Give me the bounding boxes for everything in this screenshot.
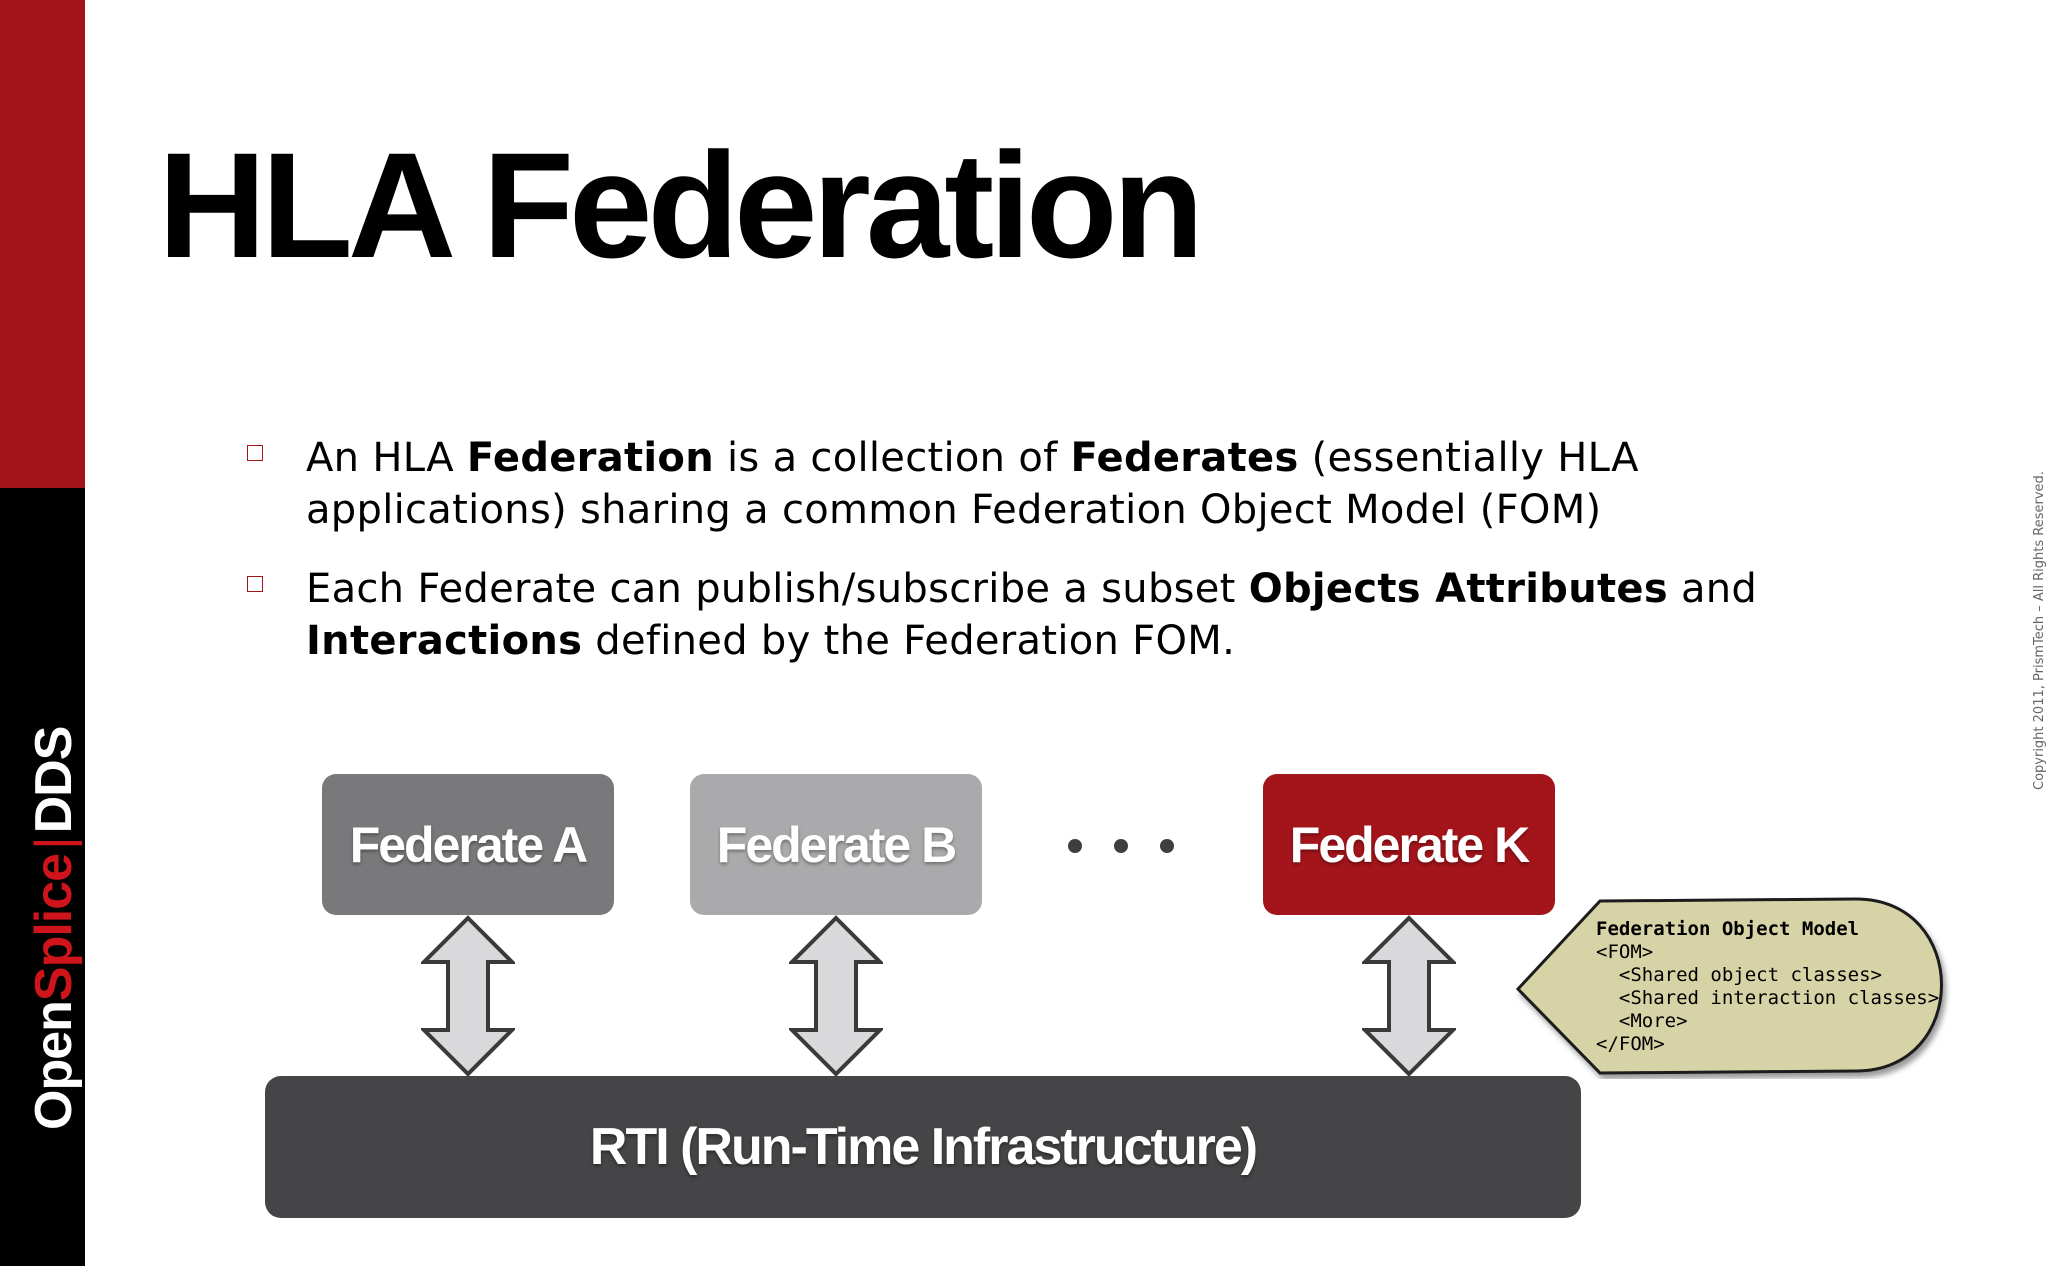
bullet-text-segment: and: [1667, 566, 1758, 612]
sidebar-black-band: [0, 488, 85, 1266]
bold-term: Federates: [1070, 435, 1299, 481]
federate-k-box: Federate K: [1263, 774, 1555, 915]
fom-line: <FOM>: [1596, 941, 1654, 963]
bullet-text-segment: defined by the Federation FOM.: [582, 618, 1236, 664]
copyright-notice: Copyright 2011, PrismTech – All Rights R…: [2032, 471, 2047, 790]
fom-callout-shape: [1515, 897, 1943, 1075]
bullet-text-segment: Each Federate can publish/subscribe a su…: [306, 566, 1249, 612]
ellipsis-dot: [1160, 839, 1174, 853]
fom-title: Federation Object Model: [1596, 918, 1860, 940]
ellipsis-dot: [1114, 839, 1128, 853]
bullet-square-icon: [247, 445, 263, 461]
double-arrow-icon: [789, 915, 883, 1077]
fom-line: <More>: [1596, 1010, 1688, 1032]
rti-infrastructure-box: RTI (Run-Time Infrastructure): [265, 1076, 1581, 1218]
page-title: HLA Federation: [158, 121, 1204, 289]
bullet-federate-publish-subscribe: Each Federate can publish/subscribe a su…: [306, 563, 1886, 667]
fom-line: </FOM>: [1596, 1033, 1665, 1055]
brand-separator: |: [25, 837, 83, 850]
brand-open: Open: [25, 1001, 83, 1130]
double-arrow-icon: [1362, 915, 1456, 1077]
fom-line: <Shared interaction classes>: [1596, 987, 1940, 1009]
federate-b-box: Federate B: [690, 774, 982, 915]
bullet-federation-definition: An HLA Federation is a collection of Fed…: [306, 432, 1886, 536]
double-arrow-icon: [421, 915, 515, 1077]
fom-line: <Shared object classes>: [1596, 964, 1882, 986]
bullet-square-icon: [247, 576, 263, 592]
opensplice-dds-logo: OpenSplice | DDS: [24, 727, 84, 1130]
bullet-text-segment: An HLA: [306, 435, 467, 481]
fom-code-listing: Federation Object Model<FOM> <Shared obj…: [1596, 918, 1939, 1056]
bullet-text-segment: (essentially HLA applications) sharing a…: [306, 435, 1639, 533]
bold-term: Federation: [466, 435, 714, 481]
bullet-text-segment: is a collection of: [714, 435, 1071, 481]
bold-term: Objects Attributes: [1248, 566, 1668, 612]
ellipsis-dot: [1068, 839, 1082, 853]
brand-dds: DDS: [25, 726, 83, 834]
brand-splice: Splice: [25, 853, 83, 1002]
federate-a-box: Federate A: [322, 774, 614, 915]
sidebar-red-band: [0, 0, 85, 488]
bold-term: Interactions: [306, 618, 583, 664]
